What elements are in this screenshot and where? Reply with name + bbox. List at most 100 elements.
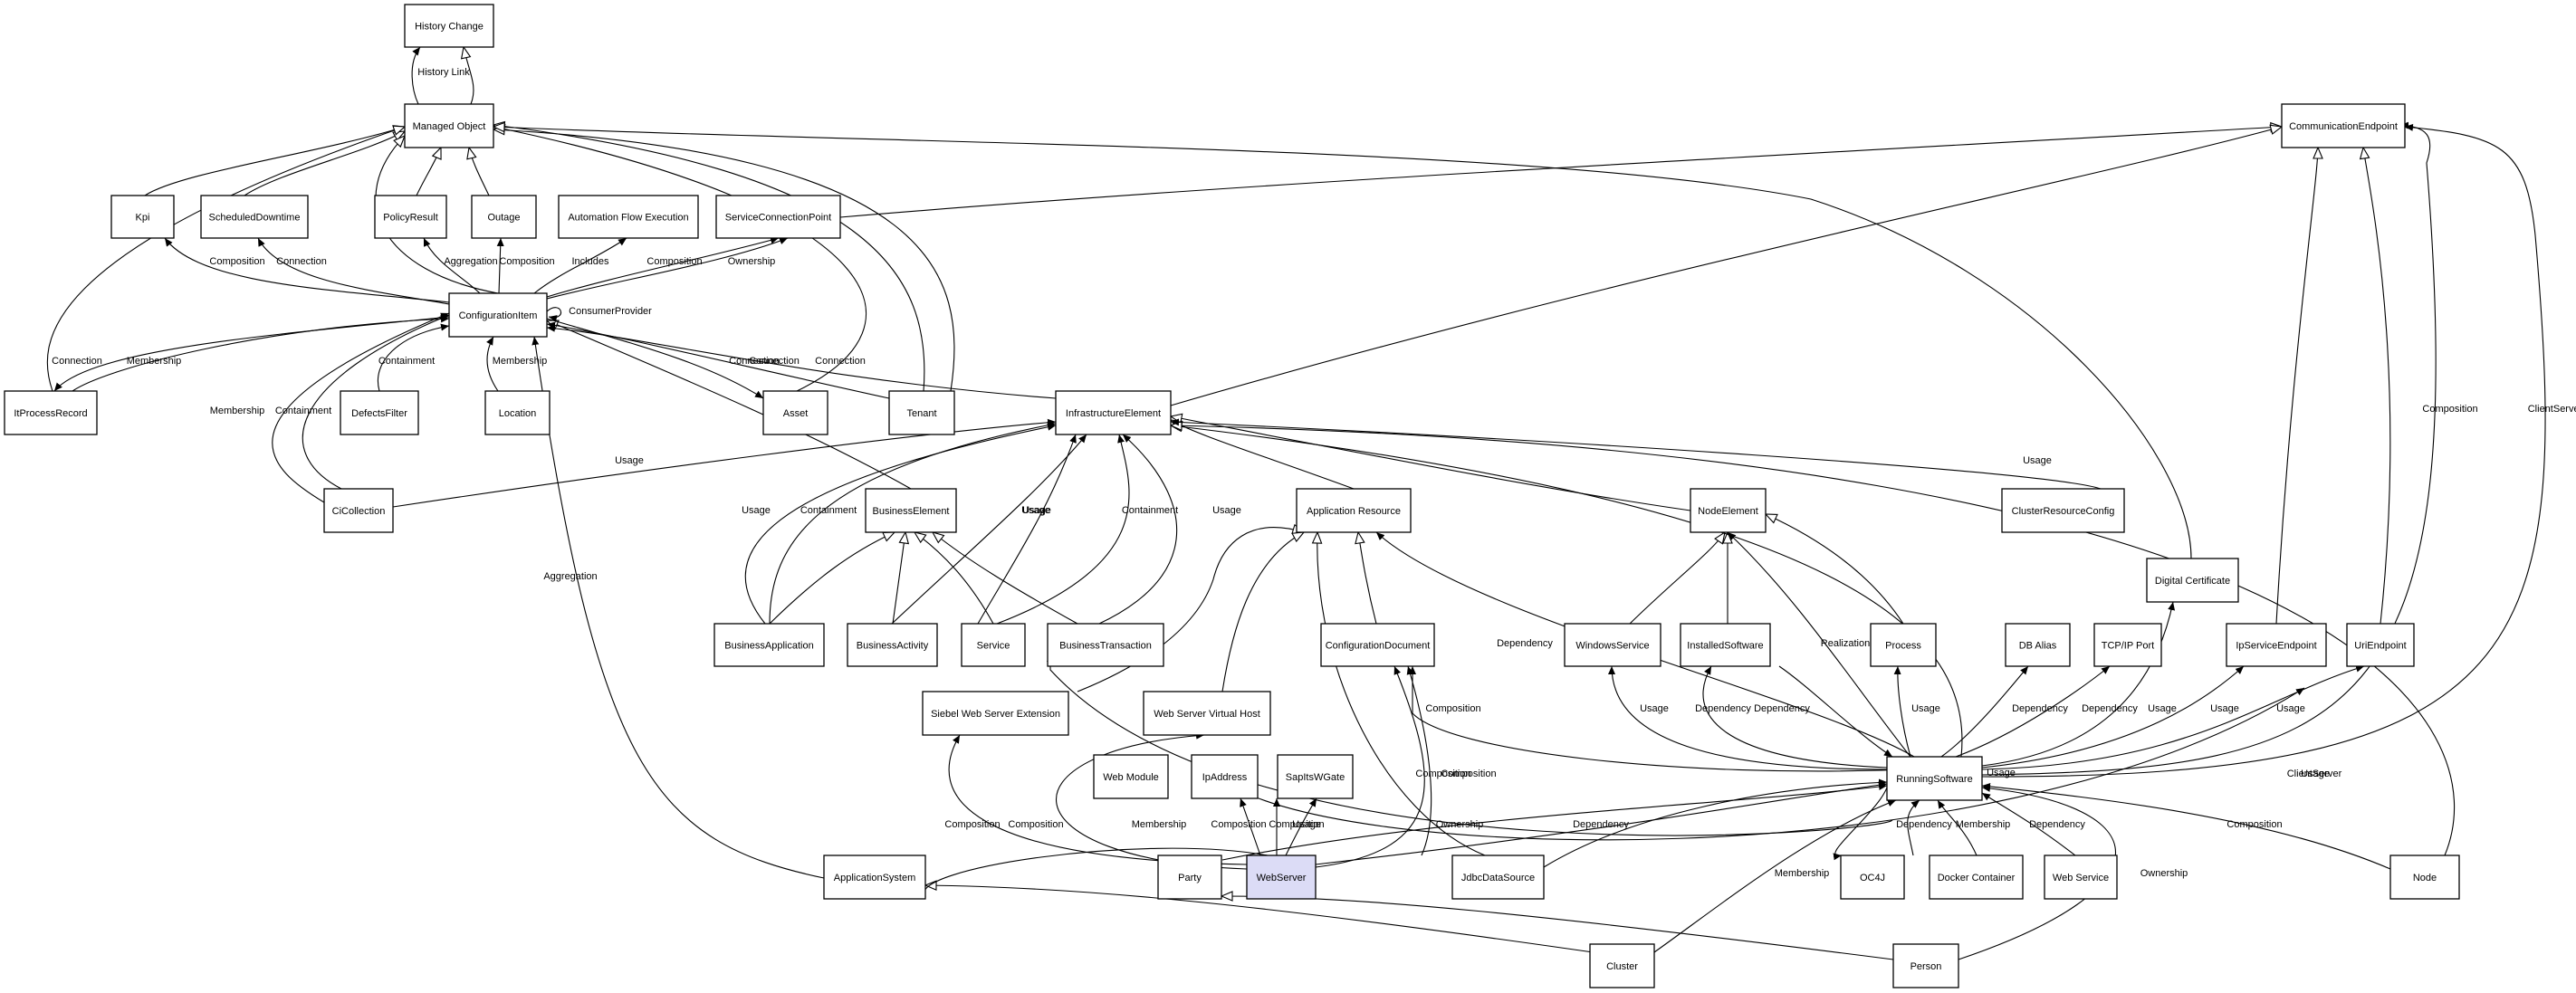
generalization-edge [769, 532, 895, 625]
association-edge: Membership [210, 312, 450, 503]
class-node-cicoll[interactable]: CiCollection [323, 488, 394, 533]
class-node-jdbc[interactable]: JdbcDataSource [1451, 855, 1545, 900]
class-node-svc[interactable]: Service [961, 623, 1026, 667]
association-edge: Usage [392, 418, 1057, 508]
node-label: Automation Flow Execution [568, 213, 688, 224]
edge-label: Usage [1640, 703, 1669, 714]
class-node-bact[interactable]: BusinessActivity [847, 623, 938, 667]
node-label: Asset [783, 408, 809, 419]
node-box [2389, 855, 2460, 900]
class-node-dcert[interactable]: Digital Certificate [2146, 558, 2239, 603]
node-box [1929, 855, 2024, 900]
class-node-mo[interactable]: Managed Object [404, 103, 494, 148]
class-node-ce[interactable]: CommunicationEndpoint [2281, 103, 2406, 148]
class-node-siebel[interactable]: Siebel Web Server Extension [922, 691, 1069, 736]
class-node-instsw[interactable]: InstalledSoftware [1680, 623, 1771, 667]
edge-line [1958, 784, 2117, 960]
class-node-outage[interactable]: Outage [471, 195, 537, 239]
class-node-appres[interactable]: Application Resource [1296, 488, 1412, 533]
edge-line [1981, 782, 2391, 870]
generalization-edge [1171, 425, 2456, 856]
class-node-bapp[interactable]: BusinessApplication [713, 623, 825, 667]
node-box [1892, 943, 1959, 988]
node-box [340, 390, 419, 435]
association-edge: Aggregation [531, 336, 825, 879]
class-node-sched[interactable]: ScheduledDowntime [200, 195, 309, 239]
edge-line [72, 315, 450, 392]
edge-line [546, 321, 890, 399]
generalization-edge [1077, 528, 1304, 692]
class-node-btx[interactable]: BusinessTransaction [1047, 623, 1164, 667]
class-node-ipaddr[interactable]: IpAddress [1191, 754, 1259, 799]
class-node-ci[interactable]: ConfigurationItem [448, 292, 548, 338]
class-node-node[interactable]: Node [2389, 855, 2460, 900]
node-box [1055, 390, 1172, 435]
class-node-docker[interactable]: Docker Container [1929, 855, 2024, 900]
node-box [2093, 623, 2162, 667]
class-node-nodeel[interactable]: NodeElement [1690, 488, 1767, 533]
class-node-oc4j[interactable]: OC4J [1840, 855, 1905, 900]
class-node-defects[interactable]: DefectsFilter [340, 390, 419, 435]
class-node-crc[interactable]: ClusterResourceConfig [2001, 488, 2125, 533]
class-node-scp[interactable]: ServiceConnectionPoint [715, 195, 841, 239]
class-node-ipse[interactable]: IpServiceEndpoint [2226, 623, 2327, 667]
class-node-process[interactable]: Process [1870, 623, 1937, 667]
class-node-history[interactable]: History Change [404, 4, 494, 48]
association-edge: Composition [944, 734, 1248, 865]
class-node-tenant[interactable]: Tenant [888, 390, 955, 435]
edge-label: Composition [499, 256, 554, 267]
association-edge: Usage [891, 434, 1087, 625]
class-node-policy[interactable]: PolicyResult [374, 195, 447, 239]
node-box [888, 390, 955, 435]
node-box [558, 195, 699, 239]
node-label: ConfigurationItem [459, 310, 538, 321]
class-node-winsvc[interactable]: WindowsService [1564, 623, 1661, 667]
class-node-party[interactable]: Party [1157, 855, 1222, 900]
class-node-tcpport[interactable]: TCP/IP Port [2093, 623, 2162, 667]
edge-line [1608, 665, 1888, 770]
class-node-kpi[interactable]: Kpi [110, 195, 175, 239]
edge-line [1653, 799, 1897, 953]
class-node-webmod[interactable]: Web Module [1093, 754, 1169, 799]
class-node-dbalias[interactable]: DB Alias [2005, 623, 2071, 667]
class-node-websvc[interactable]: Web Service [2044, 855, 2118, 900]
edge-label: Connection [52, 356, 102, 367]
edge-line [1981, 123, 2546, 778]
node-label: IpAddress [1202, 772, 1248, 783]
class-node-rs[interactable]: RunningSoftware [1886, 756, 1983, 801]
node-label: SapItsWGate [1286, 772, 1345, 783]
edge-line [1285, 797, 1317, 856]
node-label: Kpi [136, 213, 150, 224]
class-node-urlep[interactable]: UriEndpoint [2346, 623, 2415, 667]
class-node-appsys[interactable]: ApplicationSystem [823, 855, 926, 900]
class-node-sapits[interactable]: SapItsWGate [1277, 754, 1354, 799]
edge-line [1955, 665, 2111, 758]
class-node-confdoc[interactable]: ConfigurationDocument [1320, 623, 1435, 667]
class-node-cluster[interactable]: Cluster [1589, 943, 1655, 988]
edge-label: Dependency [2082, 703, 2138, 714]
edge-label: Containment [275, 406, 331, 416]
edge-line [392, 418, 1057, 508]
class-node-location[interactable]: Location [484, 390, 551, 435]
node-label: JdbcDataSource [1461, 873, 1535, 883]
edge-label: Dependency [2029, 819, 2085, 830]
class-node-asset[interactable]: Asset [762, 390, 828, 435]
class-node-itpr[interactable]: ItProcessRecord [4, 390, 98, 435]
edge-label: Membership [493, 356, 548, 367]
association-edge: Usage [1981, 665, 2245, 769]
class-node-afe[interactable]: Automation Flow Execution [558, 195, 699, 239]
class-node-infra[interactable]: InfrastructureElement [1055, 390, 1172, 435]
class-node-person[interactable]: Person [1892, 943, 1959, 988]
edge-line [1315, 665, 1425, 868]
edge-label: Realization [1821, 638, 1870, 649]
node-box [2346, 623, 2415, 667]
generalization-edge [244, 131, 405, 196]
generalization-edge [1629, 532, 1725, 625]
edge-label: ClientServer [2287, 769, 2342, 779]
edge-label: Composition [2226, 819, 2282, 830]
class-node-webserver[interactable]: WebServer [1246, 855, 1317, 900]
edge-label: Dependency [2012, 703, 2068, 714]
class-node-be[interactable]: BusinessElement [865, 488, 957, 533]
association-edge: ConsumerProvider [546, 306, 652, 322]
class-node-wsvh[interactable]: Web Server Virtual Host [1143, 691, 1271, 736]
